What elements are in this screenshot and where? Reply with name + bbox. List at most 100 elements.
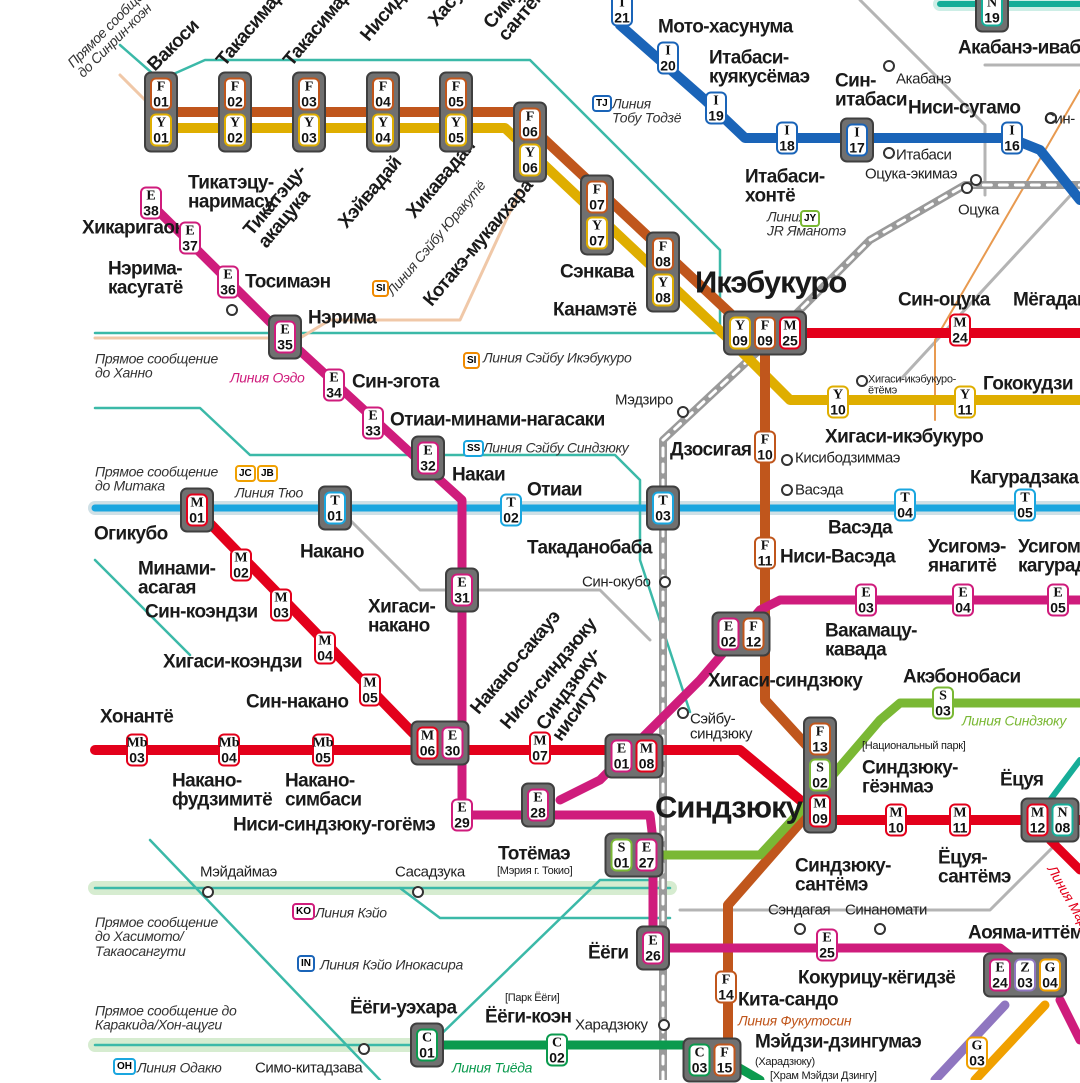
line-letter: Y xyxy=(450,115,462,130)
line-letter: F xyxy=(760,318,770,333)
jr-gray-lines xyxy=(348,0,1080,912)
station-name-label: Акабанэ xyxy=(896,70,951,88)
line-letter: Y xyxy=(524,145,536,160)
station-number: 02 xyxy=(503,509,519,525)
station-name-label: Оцука-экимаэ xyxy=(865,165,958,183)
line-letter: T xyxy=(506,495,516,510)
line-logo-icon: JC xyxy=(235,465,256,482)
station-number: 04 xyxy=(375,93,391,109)
station-number: 04 xyxy=(317,647,333,663)
line-letter: T xyxy=(330,493,340,508)
station-name-label: Васэда xyxy=(828,517,893,539)
line-letter: M xyxy=(533,733,547,748)
station-name-label: Отиаи xyxy=(527,479,583,501)
station-name-label: Аояма-иттёмэ xyxy=(968,922,1080,944)
through-service-note: Прямое сообщение до Каракида/Хон-ацуги xyxy=(95,1002,237,1033)
station-number: 32 xyxy=(420,457,436,473)
station-number: 05 xyxy=(448,129,464,145)
station-number: 03 xyxy=(655,507,671,523)
station-name-label: Хигаси-икэбукуро xyxy=(825,426,984,448)
station-name-label: Хигаси- накано xyxy=(368,596,436,637)
station-number: 06 xyxy=(522,159,538,175)
station-name-label: Вакамацу- кавада xyxy=(825,620,918,661)
station-number: 19 xyxy=(708,107,724,123)
